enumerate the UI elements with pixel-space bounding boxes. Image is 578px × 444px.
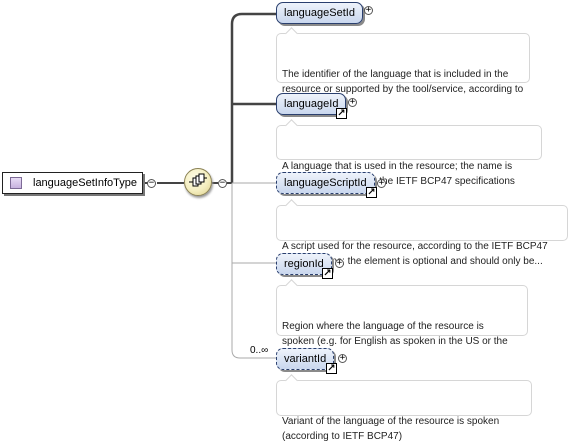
sequence-compositor[interactable] [184, 168, 212, 196]
variantid-description: Variant of the language of the resource … [276, 374, 532, 442]
complex-type-icon [10, 177, 22, 189]
variantid-expand-toggle[interactable]: + [338, 354, 347, 363]
sequence-collapse-toggle[interactable]: − [218, 179, 227, 188]
languagesetid-expand-toggle[interactable]: + [364, 6, 373, 15]
regionid-expand-toggle[interactable]: + [335, 259, 344, 268]
root-collapse-toggle[interactable]: − [147, 179, 156, 188]
languagescriptid-description: A script used for the resource, accordin… [276, 199, 568, 267]
element-languagescriptid[interactable]: languageScriptId [276, 172, 375, 194]
regionid-description: Region where the language of the resourc… [276, 279, 528, 362]
languagesetid-description: The identifier of the language that is i… [276, 27, 530, 110]
connector-lines [143, 12, 276, 359]
sequence-icon [189, 173, 207, 187]
reference-arrow-icon: ↗ [322, 268, 333, 279]
reference-arrow-icon: ↗ [336, 108, 347, 119]
element-languageid[interactable]: languageId [276, 93, 347, 115]
languageid-expand-toggle[interactable]: + [348, 98, 357, 107]
element-languagesetid[interactable]: languageSetId [276, 2, 363, 24]
root-type-label: languageSetInfoType [33, 177, 137, 189]
element-regionid[interactable]: regionId [276, 253, 332, 275]
languageid-description: A language that is used in the resource;… [276, 119, 542, 187]
reference-arrow-icon: ↗ [326, 363, 337, 374]
variantid-cardinality: 0..∞ [250, 345, 269, 356]
root-type-box[interactable]: languageSetInfoType [2, 172, 143, 194]
element-variantid[interactable]: variantId [276, 348, 335, 370]
reference-arrow-icon: ↗ [366, 187, 377, 198]
languagescriptid-expand-toggle[interactable]: + [377, 179, 386, 188]
